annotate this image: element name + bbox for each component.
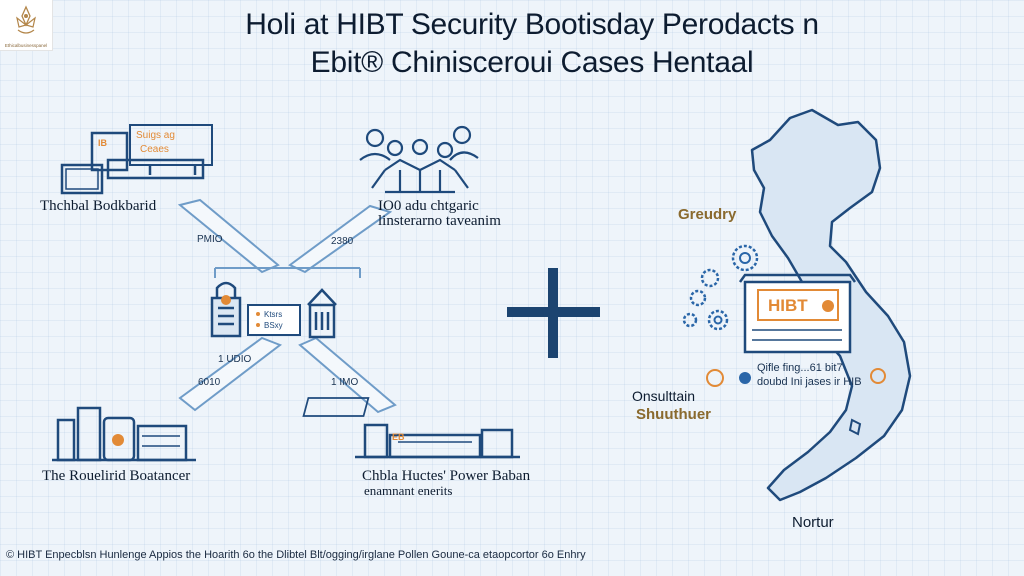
bookboard-sign-line-1: Suigs ag [136,130,175,141]
note-line-1: Qifle fing...61 bit7 [757,362,843,374]
people-network-icon [359,125,479,194]
label-network-line-2: linsterarno taveanim [378,213,501,229]
buildings-icon [52,406,196,462]
person-icon [706,369,724,387]
lock-icon [210,281,242,338]
coin-icon [112,434,124,446]
arrow-label-3: 1 UDIO [218,354,252,365]
power-station-tile: EB [392,432,405,442]
logo-caption: Ethicalbusinesspanel [4,43,48,48]
arrow-label-1: PMIO [197,234,223,245]
bookboard-icon [60,124,213,195]
label-south: Shuuthuer [636,406,711,423]
arrow-top-left [177,198,280,274]
bookboard-tile: IB [98,138,108,148]
hibt-panel [738,273,857,354]
arrow-label-2: 2380 [331,236,354,247]
label-power-line-2: enamnant enerits [364,483,453,498]
flow-arrows [177,198,397,414]
plus-icon [507,268,600,358]
brand-logo: Ethicalbusinesspanel [0,0,53,51]
lock-badge [221,295,231,305]
label-network-line-1: IO0 adu chtgaric [378,198,479,214]
lotus-icon [16,5,36,34]
arrow-label-4: 6010 [198,377,221,388]
label-buildings: The Rouelirid Boatancer [42,468,191,484]
page-title-line-1: Holi at HIBT Security Bootisday Perodact… [245,8,819,41]
page-title-line-2: Ebit® Chinisceroui Cases Hentaal [310,46,754,79]
info-card [247,304,301,336]
gear-icons [682,244,759,331]
arrow-bottom-right [298,336,397,414]
arrow-top-right [288,204,393,274]
alert-icon [870,368,886,384]
bookboard-sign-line-2: Ceaes [140,144,169,155]
power-station-icon [302,397,520,459]
house-icon [307,288,337,339]
hibt-panel-label: HIBT [768,296,808,315]
note-line-2: doubd Ini jases ir HIB [757,376,862,388]
label-consultation: Onsulttain [632,388,696,404]
map-islands [848,418,862,436]
label-bookboard: Thchbal Bodkbarid [40,198,157,214]
label-country: Greudry [678,206,737,223]
hibt-lock-icon [822,300,834,312]
bulb-icon [739,372,751,384]
plus-glyph: + [546,300,547,301]
label-power-line-1: Chbla Huctes' Power Baban [362,468,531,484]
arrow-label-5: 1 IMO [331,377,359,388]
arrow-bottom-left [178,336,283,412]
label-north: Nortur [792,514,834,531]
info-card-line-2: BSxy [264,321,283,330]
center-bracket [214,267,361,278]
info-card-line-1: Ktsrs [264,310,282,319]
footer-caption: © HIBT Enpecblsn Hunlenge Appios the Hoa… [6,549,586,561]
